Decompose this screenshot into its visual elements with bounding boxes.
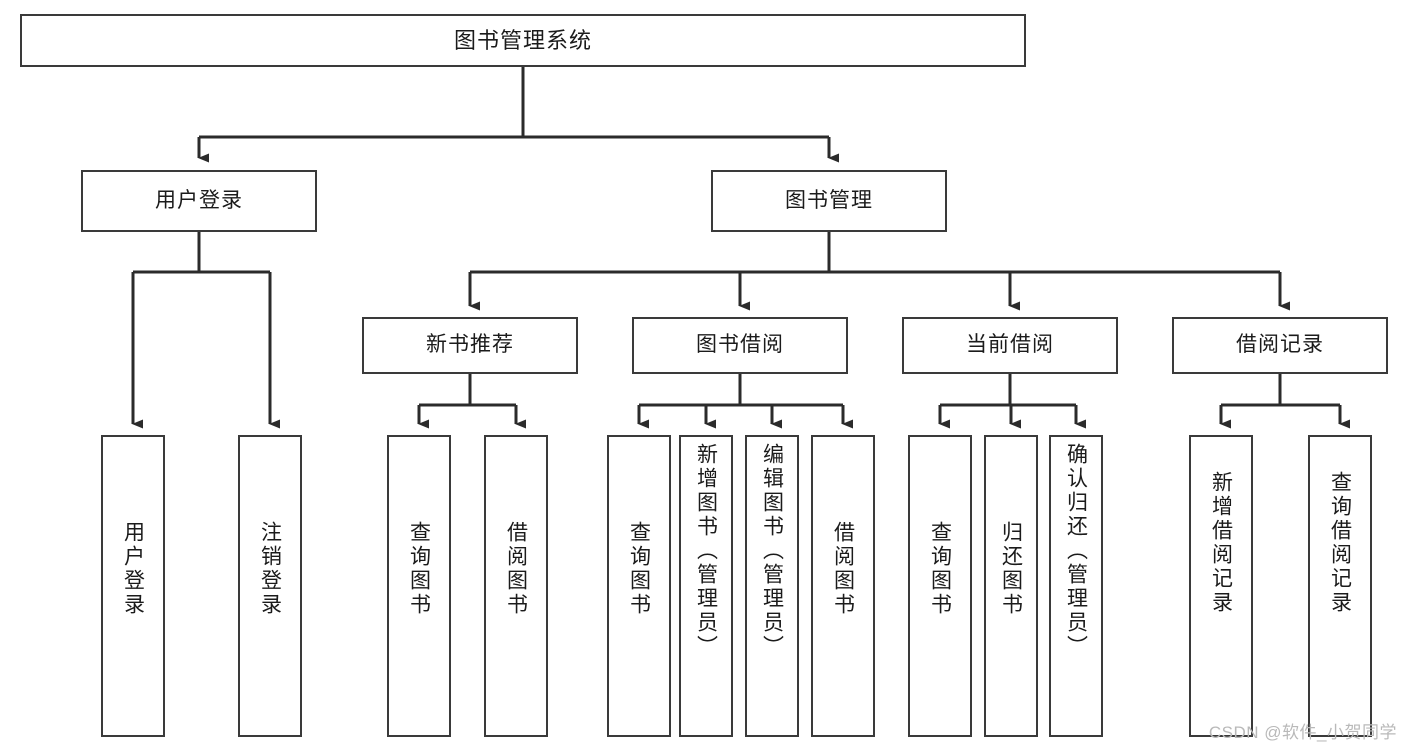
node-label: 新增图书（管理员） (694, 443, 718, 659)
node-label: 编辑图书（管理员） (760, 443, 784, 659)
node-label: 查询图书 (627, 521, 651, 617)
node-user-login[interactable]: 用户登录 (81, 170, 317, 232)
node-label: 新增借阅记录 (1209, 471, 1233, 615)
node-book-management[interactable]: 图书管理 (711, 170, 947, 232)
node-label: 查询借阅记录 (1328, 471, 1352, 615)
node-book-borrowing[interactable]: 图书借阅 (632, 317, 848, 374)
node-leaf-edit-book-admin[interactable]: 编辑图书（管理员） (745, 435, 799, 737)
node-label: 注销登录 (258, 521, 282, 617)
node-label: 查询图书 (407, 521, 431, 617)
node-label: 用户登录 (155, 188, 243, 212)
node-leaf-confirm-return-admin[interactable]: 确认归还（管理员） (1049, 435, 1103, 737)
node-label: 新书推荐 (426, 333, 514, 357)
node-leaf-query-book-current[interactable]: 查询图书 (908, 435, 972, 737)
node-label: 确认归还（管理员） (1064, 443, 1088, 659)
node-leaf-logout[interactable]: 注销登录 (238, 435, 302, 737)
node-label: 借阅图书 (831, 521, 855, 617)
node-label: 借阅记录 (1236, 333, 1324, 357)
node-leaf-borrow-book-recommendation[interactable]: 借阅图书 (484, 435, 548, 737)
node-leaf-user-login[interactable]: 用户登录 (101, 435, 165, 737)
node-label: 借阅图书 (504, 521, 528, 617)
node-root-book-management-system[interactable]: 图书管理系统 (20, 14, 1026, 67)
node-leaf-return-book[interactable]: 归还图书 (984, 435, 1038, 737)
node-label: 用户登录 (121, 521, 145, 617)
node-label: 当前借阅 (966, 333, 1054, 357)
node-label: 图书管理系统 (453, 27, 592, 53)
node-label: 归还图书 (999, 521, 1023, 617)
node-leaf-query-borrow-record[interactable]: 查询借阅记录 (1308, 435, 1372, 737)
node-label: 图书借阅 (696, 333, 784, 357)
node-leaf-add-book-admin[interactable]: 新增图书（管理员） (679, 435, 733, 737)
node-leaf-borrow-book-borrowing[interactable]: 借阅图书 (811, 435, 875, 737)
node-current-borrowing[interactable]: 当前借阅 (902, 317, 1118, 374)
node-label: 图书管理 (785, 188, 873, 212)
node-leaf-query-book-recommendation[interactable]: 查询图书 (387, 435, 451, 737)
node-label: 查询图书 (928, 521, 952, 617)
node-leaf-add-borrow-record[interactable]: 新增借阅记录 (1189, 435, 1253, 737)
node-new-book-recommendation[interactable]: 新书推荐 (362, 317, 578, 374)
node-borrow-records[interactable]: 借阅记录 (1172, 317, 1388, 374)
node-leaf-query-book-borrowing[interactable]: 查询图书 (607, 435, 671, 737)
csdn-watermark: CSDN @软件_小贺同学 (1208, 723, 1397, 742)
